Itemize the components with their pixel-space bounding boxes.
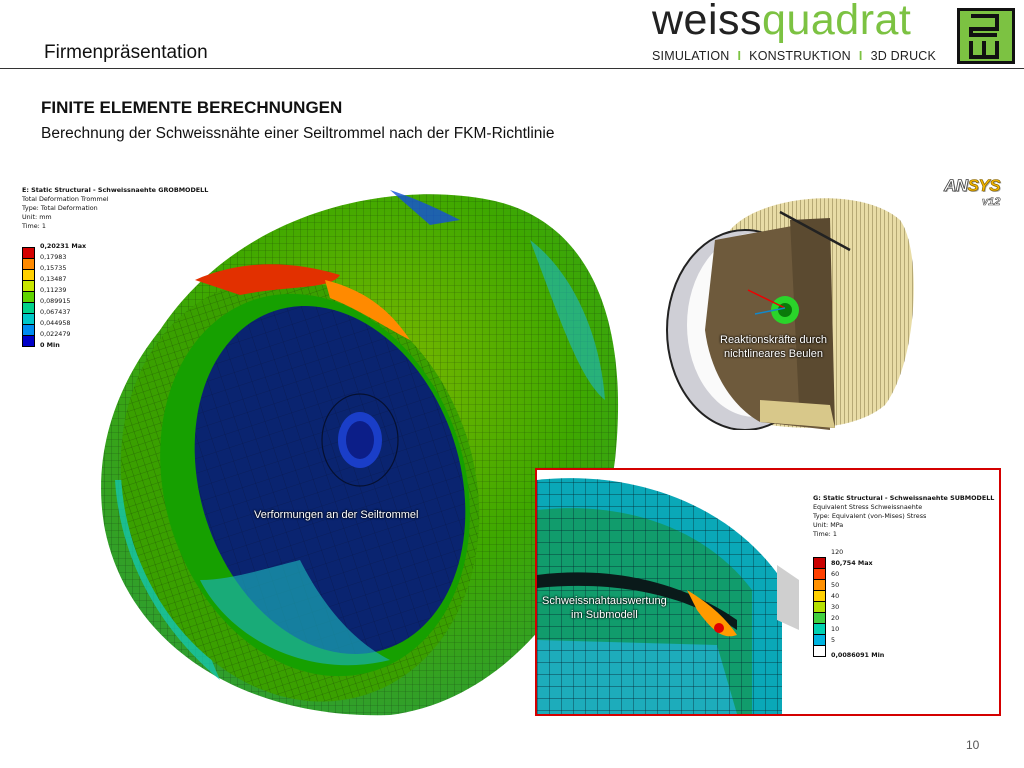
legend-result-type: Type: Equivalent (von-Mises) Stress xyxy=(813,512,927,520)
legend-label: 60 xyxy=(831,570,840,578)
legend-label: 5 xyxy=(831,636,836,644)
legend-label: 0,15735 xyxy=(40,264,67,272)
legend-label: 0 Min xyxy=(40,341,60,349)
drum-buckling-image xyxy=(666,198,914,430)
legend-label: 0,11239 xyxy=(40,286,67,294)
legend-result-type: Type: Total Deformation xyxy=(22,204,98,212)
page-number: 10 xyxy=(966,738,980,752)
legend-result-name: Total Deformation Trommel xyxy=(22,195,109,203)
legend-label: 0,17983 xyxy=(40,253,67,261)
tagline-separator: I xyxy=(737,49,742,63)
legend-time: Time: 1 xyxy=(22,222,46,230)
tagline-separator: I xyxy=(858,49,863,63)
tagline-item: 3D DRUCK xyxy=(870,49,937,63)
legend-label: 0,067437 xyxy=(40,308,71,316)
legend-unit: Unit: mm xyxy=(22,213,52,221)
weld-evaluation-callout: Schweissnahtauswertung im Submodell xyxy=(542,594,667,622)
legend-unit: Unit: MPa xyxy=(813,521,844,529)
ansys-brand-part1: AN xyxy=(944,176,969,196)
legend-label: 0,044958 xyxy=(40,319,71,327)
deformation-legend: E: Static Structural - Schweissnaehte GR… xyxy=(22,186,208,365)
ansys-version: v12 xyxy=(982,196,1001,209)
company-logo-mark-icon xyxy=(957,8,1015,64)
callout-line: nichtlineares Beulen xyxy=(723,348,824,360)
ansys-brand-part2: SYS xyxy=(967,176,1001,196)
legend-swatch xyxy=(813,645,826,657)
weld-submodel-image xyxy=(537,470,807,714)
ansys-logo: ANSYS xyxy=(944,176,1001,196)
legend-label: 50 xyxy=(831,581,840,589)
legend-label: 0,13487 xyxy=(40,275,67,283)
stress-legend: G: Static Structural - Schweissnaehte SU… xyxy=(813,494,994,669)
section-title: FINITE ELEMENTE BERECHNUNGEN xyxy=(41,98,343,117)
legend-label: 20 xyxy=(831,614,840,622)
section-subtitle: Berechnung der Schweissnähte einer Seilt… xyxy=(41,125,555,142)
legend-analysis-name: E: Static Structural - Schweissnaehte GR… xyxy=(22,186,209,194)
submodel-inset-panel: Schweissnahtauswertung im Submodell G: S… xyxy=(535,468,1001,716)
legend-time: Time: 1 xyxy=(813,530,837,538)
logo-word-part2: quadrat xyxy=(762,0,912,44)
legend-label: 10 xyxy=(831,625,840,633)
presentation-title: Firmenpräsentation xyxy=(44,42,208,63)
header-divider xyxy=(0,68,1024,69)
legend-label: 0,022479 xyxy=(40,330,71,338)
legend-swatch xyxy=(22,335,35,347)
legend-label: 30 xyxy=(831,603,840,611)
legend-analysis-name: G: Static Structural - Schweissnaehte SU… xyxy=(813,494,995,502)
drum-deformation-callout: Verformungen an der Seiltrommel xyxy=(254,509,419,521)
legend-label: 120 xyxy=(831,548,844,556)
tagline-item: SIMULATION xyxy=(652,49,730,63)
legend-label: 80,754 Max xyxy=(831,559,873,567)
legend-label: 40 xyxy=(831,592,840,600)
callout-line: im Submodell xyxy=(571,609,638,621)
stress-color-scale: 120 80,754 Max 60 50 40 30 20 10 5 0,008… xyxy=(813,548,994,669)
company-logo-wordmark: weissquadrat xyxy=(652,0,911,45)
reaction-forces-callout: Reaktionskräfte durch nichtlineares Beul… xyxy=(720,333,827,361)
tagline-item: KONSTRUKTION xyxy=(749,49,851,63)
legend-label: 0,089915 xyxy=(40,297,71,305)
callout-line: Schweissnahtauswertung xyxy=(542,595,667,607)
logo-word-part1: weiss xyxy=(652,0,763,44)
drum-deformation-image xyxy=(101,190,619,716)
company-tagline: SIMULATION I KONSTRUKTION I 3D DRUCK xyxy=(652,49,936,63)
legend-label: 0,20231 Max xyxy=(40,242,87,250)
deformation-color-scale: 0,20231 Max 0,17983 0,15735 0,13487 0,11… xyxy=(22,242,208,365)
legend-label: 0,0086091 Min xyxy=(831,651,885,659)
legend-result-name: Equivalent Stress Schweissnaehte xyxy=(813,503,923,511)
callout-line: Reaktionskräfte durch xyxy=(720,334,827,346)
